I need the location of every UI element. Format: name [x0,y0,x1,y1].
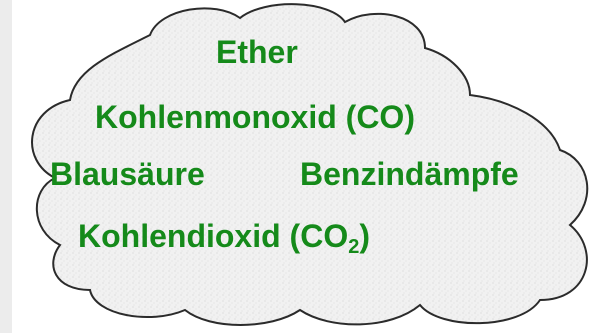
term-kohlendioxid: Kohlendioxid (CO2) [78,218,370,257]
term-kohlendioxid-subscript: 2 [348,236,360,258]
term-kohlenmonoxid: Kohlenmonoxid (CO) [95,99,415,135]
cloud-outline [31,3,589,326]
term-kohlendioxid-prefix: Kohlendioxid (CO [78,218,349,254]
term-ether: Ether [216,34,298,70]
left-margin-strip [0,0,12,333]
term-benzindaempfe: Benzindämpfe [300,156,519,192]
term-kohlendioxid-suffix: ) [359,218,370,254]
term-blausaeure: Blausäure [50,156,205,192]
